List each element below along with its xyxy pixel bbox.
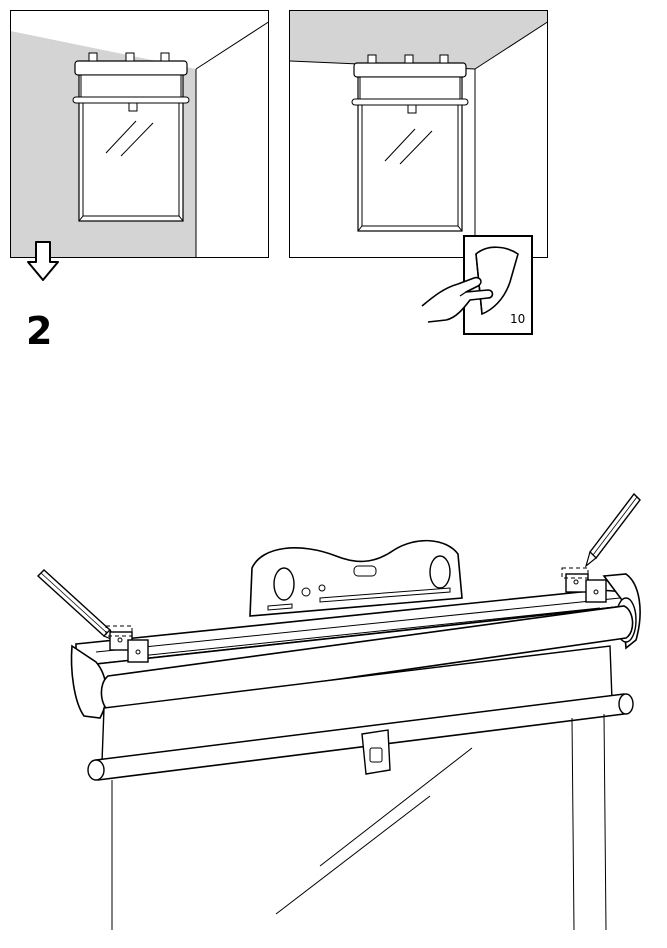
pencil-icon	[584, 492, 641, 568]
page-reference-number: 10	[510, 312, 526, 326]
blind-leveling-drawing	[36, 492, 641, 931]
window-with-blind-drawing	[11, 11, 268, 257]
illustration-panel-ceiling-mounted	[289, 10, 548, 258]
mounting-bracket	[105, 625, 149, 663]
illustration-panel-wall-mounted	[10, 10, 269, 258]
step-number: 2	[26, 309, 53, 353]
window-with-blind-drawing	[290, 11, 547, 257]
down-arrow-icon	[27, 241, 59, 281]
spirit-level-icon	[249, 539, 463, 617]
mounting-bracket	[561, 567, 607, 603]
peel-page-hand-icon	[421, 235, 533, 335]
